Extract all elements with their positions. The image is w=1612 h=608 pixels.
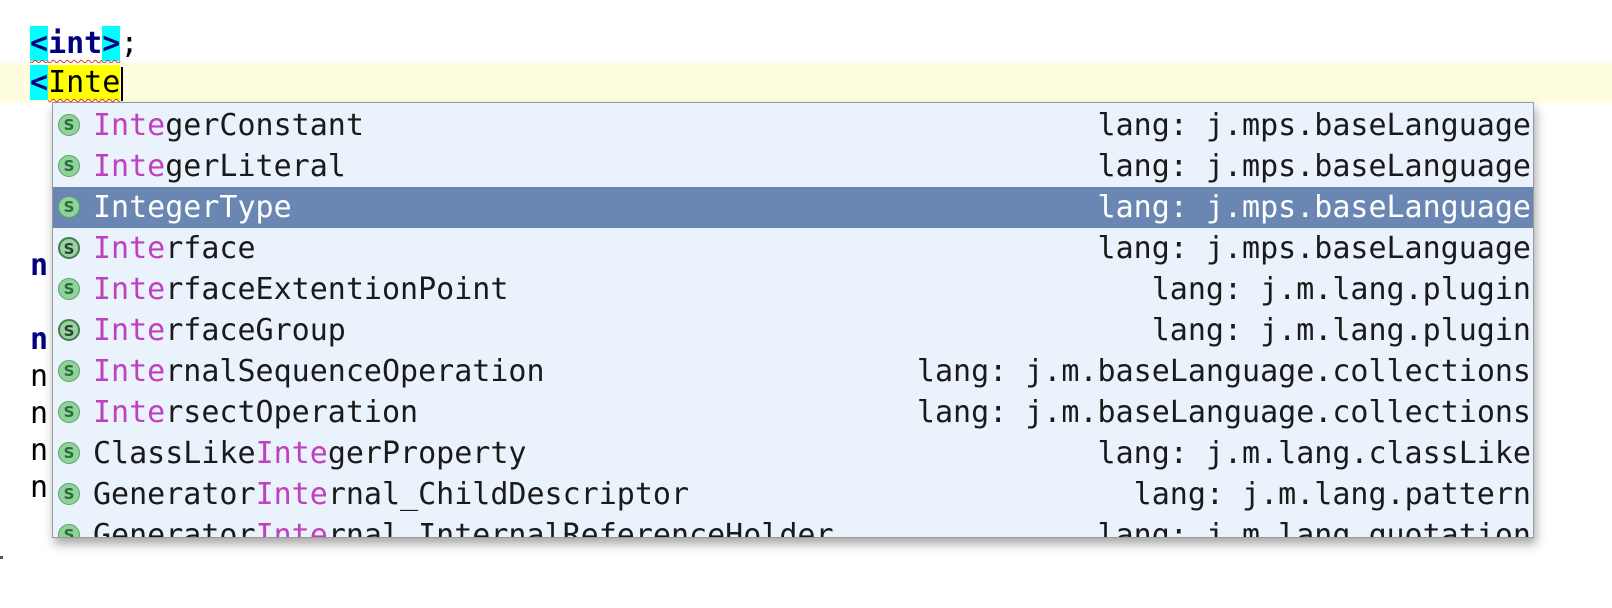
- completion-item[interactable]: S IntersectOperation lang: j.m.baseLanguag…: [53, 392, 1533, 433]
- completion-item[interactable]: S InterfaceGroup lang: j.m.lang.plugin: [53, 310, 1533, 351]
- completion-item[interactable]: S GeneratorInternal_InternalReferenceHold…: [53, 515, 1533, 538]
- code-fragment: n: [30, 359, 49, 394]
- matched-prefix: Inte: [93, 272, 166, 307]
- completion-item-name: IntersectOperation: [93, 392, 418, 433]
- completion-item[interactable]: S InternalSequenceOperation lang: j.m.base…: [53, 351, 1533, 392]
- completion-item-name: GeneratorInternal_ChildDescriptor: [93, 474, 689, 515]
- completion-item-name: GeneratorInternal_InternalReferenceHolde…: [93, 515, 834, 538]
- name-part: Generator: [93, 518, 256, 538]
- completion-item[interactable]: S InterfaceExtentionPoint lang: j.m.lang.p…: [53, 269, 1533, 310]
- matched-prefix: Inte: [255, 518, 328, 538]
- name-part: rnal_InternalReferenceHolder: [327, 518, 834, 538]
- close-angle-bracket: >: [102, 26, 121, 61]
- matched-prefix: Inte: [93, 313, 166, 348]
- name-part: gerProperty: [327, 436, 527, 471]
- name-part: rfaceGroup: [165, 313, 346, 348]
- concept-icon: S: [58, 401, 80, 423]
- completion-item-name: IntegerType: [93, 187, 292, 228]
- completion-item-name: Interface: [93, 228, 256, 269]
- completion-item-name: ClassLikeIntegerProperty: [93, 433, 527, 474]
- typed-completion-text[interactable]: Inte: [48, 65, 121, 100]
- completion-item[interactable]: S GeneratorInternal_ChildDescriptor lang: …: [53, 474, 1533, 515]
- matched-prefix: Inte: [93, 108, 166, 143]
- name-part: rnalSequenceOperation: [165, 354, 545, 389]
- name-part: rnal_ChildDescriptor: [327, 477, 690, 512]
- name-part: rface: [165, 231, 256, 266]
- completion-item-name: IntegerLiteral: [93, 146, 346, 187]
- code-line-2-current[interactable]: <Inte: [0, 63, 1612, 103]
- matched-prefix: Inte: [93, 149, 166, 184]
- completion-item[interactable]: S IntegerLiteral lang: j.mps.baseLanguage: [53, 146, 1533, 187]
- completion-item[interactable]: S IntegerConstant lang: j.mps.baseLanguage: [53, 105, 1533, 146]
- completion-item[interactable]: S ClassLikeIntegerProperty lang: j.m.lang.…: [53, 433, 1533, 474]
- name-part: Generator: [93, 477, 256, 512]
- text-caret: [121, 66, 124, 101]
- semicolon: ;: [120, 26, 139, 61]
- code-fragment: n: [30, 248, 49, 283]
- int-keyword: int: [48, 26, 103, 61]
- code-fragment: n: [30, 396, 49, 431]
- completion-item-language: lang: j.m.lang.quotation: [1097, 518, 1531, 538]
- matched-prefix: Inte: [255, 436, 328, 471]
- name-part: gerLiteral: [165, 149, 346, 184]
- completion-item-language: lang: j.m.baseLanguage.collections: [916, 395, 1531, 430]
- completion-item-language: lang: j.m.baseLanguage.collections: [916, 354, 1531, 389]
- completion-item-language: lang: j.m.lang.classLike: [1097, 436, 1531, 471]
- concept-icon: S: [58, 442, 80, 464]
- matched-prefix: Inte: [93, 231, 166, 266]
- completion-item-language: lang: j.m.lang.plugin: [1151, 313, 1531, 348]
- name-part: rfaceExtentionPoint: [165, 272, 509, 307]
- concept-icon: S: [58, 278, 80, 300]
- interface-concept-icon: S: [58, 319, 80, 341]
- matched-prefix: Inte: [93, 395, 166, 430]
- code-line-1[interactable]: <int>;: [30, 24, 138, 64]
- code-fragment: n: [30, 433, 49, 468]
- completion-item-language: lang: j.m.lang.plugin: [1151, 272, 1531, 307]
- completion-item-name: InternalSequenceOperation: [93, 351, 545, 392]
- completion-item-name: InterfaceGroup: [93, 310, 346, 351]
- completion-item[interactable]: S Interface lang: j.mps.baseLanguage: [53, 228, 1533, 269]
- matched-prefix: Inte: [255, 477, 328, 512]
- editor-marker: [0, 556, 3, 559]
- open-angle-bracket: <: [30, 26, 49, 61]
- concept-icon: S: [58, 360, 80, 382]
- completion-item-name: IntegerConstant: [93, 105, 364, 146]
- name-part: rsectOperation: [165, 395, 419, 430]
- open-angle-bracket-current: <: [30, 65, 49, 100]
- completion-item-language: lang: j.mps.baseLanguage: [1097, 108, 1531, 143]
- matched-prefix: Inte: [93, 190, 166, 225]
- completion-item-language: lang: j.mps.baseLanguage: [1097, 231, 1531, 266]
- name-part: gerType: [165, 190, 292, 225]
- code-fragment: n: [30, 322, 49, 357]
- matched-prefix: Inte: [93, 354, 166, 389]
- name-part: gerConstant: [165, 108, 364, 143]
- concept-icon: S: [58, 196, 80, 218]
- completion-item-language: lang: j.m.lang.pattern: [1133, 477, 1531, 512]
- completion-item-language: lang: j.mps.baseLanguage: [1097, 149, 1531, 184]
- completion-item[interactable]: S IntegerType lang: j.mps.baseLanguage: [53, 187, 1533, 228]
- name-part: ClassLike: [93, 436, 256, 471]
- code-fragment: n: [30, 470, 49, 505]
- interface-concept-icon: S: [58, 237, 80, 259]
- concept-icon: S: [58, 483, 80, 505]
- concept-icon: S: [58, 155, 80, 177]
- concept-icon: S: [58, 114, 80, 136]
- completion-item-name: InterfaceExtentionPoint: [93, 269, 508, 310]
- completion-item-language: lang: j.mps.baseLanguage: [1097, 190, 1531, 225]
- concept-icon: S: [58, 524, 80, 537]
